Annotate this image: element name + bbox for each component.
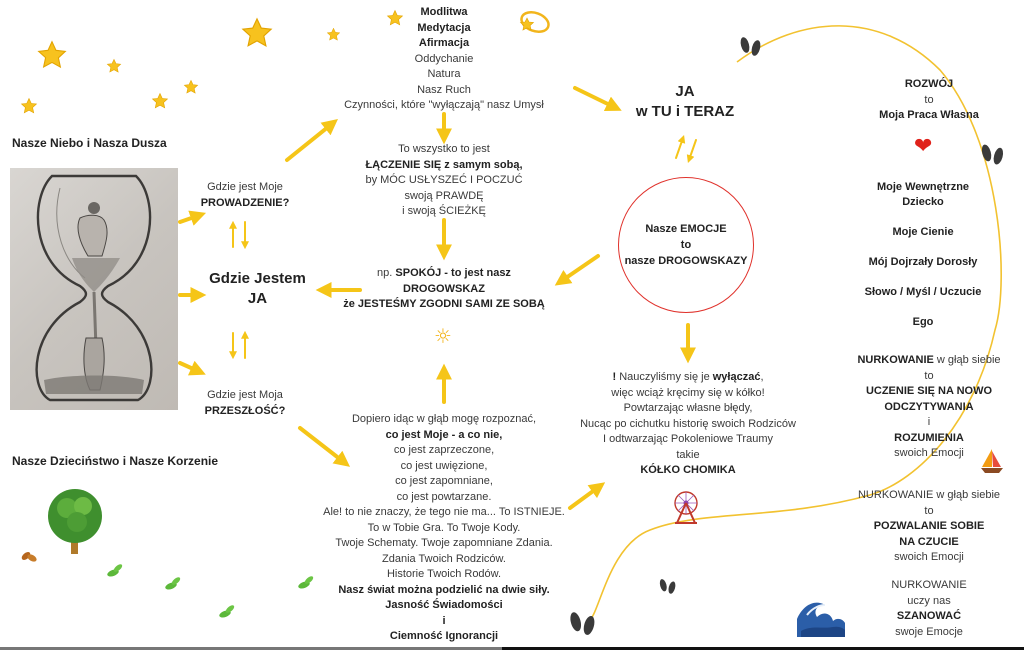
- diving-respect-block: NURKOWANIE uczy nas SZANOWAĆ swoje Emocj…: [891, 579, 967, 638]
- arrow-emotions-to-peace: [554, 254, 600, 286]
- ferris-wheel-icon: [674, 491, 698, 524]
- star-icon: [20, 97, 38, 114]
- star-icon: [106, 58, 122, 73]
- hourglass-sketch: [35, 174, 153, 402]
- dizzy-star-icon: [519, 11, 550, 33]
- diving-feeling-block: NURKOWANIE w głąb siebie to POZWALANIE S…: [857, 489, 1001, 563]
- childhood-roots-heading: Nasze Dzieciństwo i Nasze Korzenie: [12, 454, 219, 468]
- leaf-icon: [298, 576, 314, 589]
- inner-aspects-list: Moje Wewnętrzne Dziecko Moje Cienie Mój …: [864, 181, 982, 328]
- peace-block: np. SPOKÓJ - to jest nasz DROGOWSKAZ że …: [343, 267, 545, 310]
- hourglass-drawing: [10, 168, 178, 410]
- star-icon: [37, 40, 67, 69]
- emotions-circle: Nasze EMOCJE to nasze DROGOWSKAZY: [618, 177, 754, 313]
- heart-icon: ❤: [914, 134, 933, 159]
- wave-icon: [797, 597, 845, 637]
- footprints-icon: [659, 579, 676, 594]
- growth-block: ROZWÓJ to Moja Praca Własna: [879, 78, 979, 121]
- leaf-icon: [165, 577, 181, 590]
- sun-icon: ☼: [434, 324, 452, 348]
- depth-block: Dopiero idąc w głąb mogę rozpoznać, co j…: [323, 413, 565, 642]
- progress-track: [0, 647, 1024, 650]
- leaf-icon: [219, 605, 235, 618]
- tree-icon: [48, 489, 102, 554]
- progress-fill: [0, 647, 502, 650]
- arrow-to-here-now: [573, 86, 622, 111]
- connecting-block: To wszystko to jest ŁĄCZENIE SIĘ z samym…: [365, 143, 523, 217]
- star-icon: [241, 17, 273, 47]
- where-am-i-title: Gdzie Jestem JA: [209, 270, 306, 307]
- arrow-depth-to-hamster: [568, 482, 606, 510]
- sky-soul-heading: Nasze Niebo i Nasza Dusza: [12, 136, 167, 150]
- star-icon: [326, 27, 341, 41]
- leaf-icon: [107, 564, 123, 577]
- practices-list: Modlitwa Medytacja Afirmacja Oddychanie …: [344, 6, 544, 111]
- sailboat-icon: [981, 449, 1003, 473]
- star-icon: [386, 9, 404, 26]
- arrow-to-top-list: [285, 118, 338, 162]
- arrow-down-here-now: [686, 139, 697, 164]
- footprints-icon: [740, 37, 761, 56]
- footprints-icon: [981, 144, 1004, 165]
- fallen-leaves-icon: [21, 552, 37, 562]
- arrow-photo-to-past: [178, 360, 206, 376]
- arrow-past-to-depth: [298, 426, 351, 467]
- past-question: Gdzie jest Moja PRZESZŁOŚĆ?: [204, 389, 286, 417]
- star-icon: [151, 92, 169, 109]
- hamster-wheel-block: ! Nauczyliśmy się je wyłączać, więc wcią…: [580, 371, 796, 476]
- arrow-photo-to-guidance: [178, 210, 207, 226]
- journey-path: [589, 25, 1002, 621]
- here-now-title: JA w TU i TERAZ: [635, 83, 735, 120]
- star-icon: [183, 79, 199, 94]
- diving-understanding-block: NURKOWANIE w głąb siebie to UCZENIE SIĘ …: [857, 354, 1001, 459]
- arrow-up-here-now: [675, 134, 686, 159]
- guidance-question: Gdzie jest Moje PROWADZENIE?: [200, 181, 290, 209]
- footprints-icon: [570, 612, 595, 635]
